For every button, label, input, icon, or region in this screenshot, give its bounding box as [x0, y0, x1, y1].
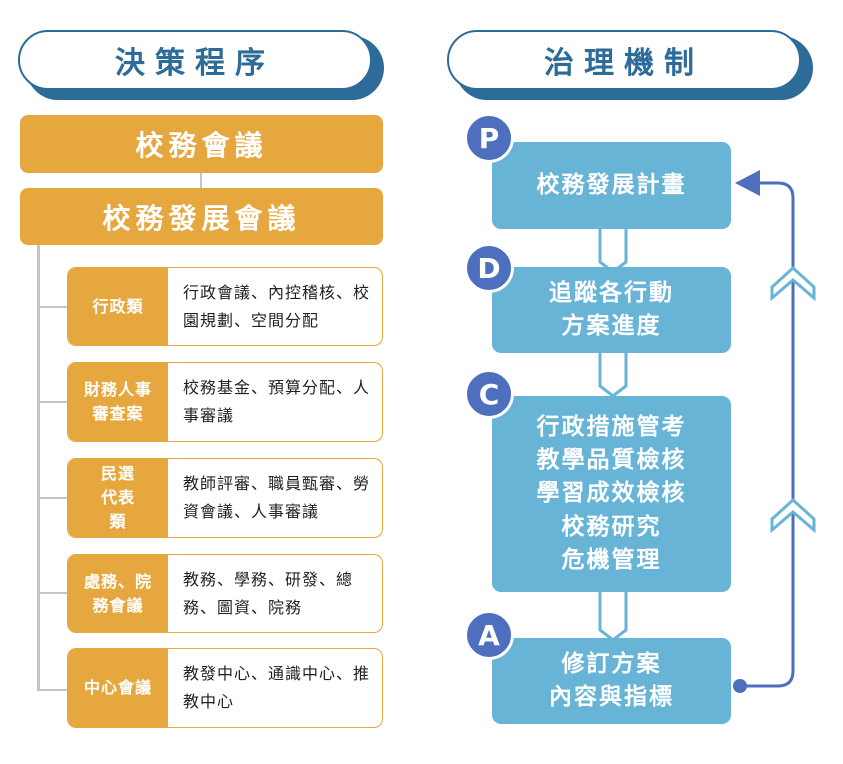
category-desc: 校務基金、預算分配、人事審議 — [183, 378, 371, 425]
category-desc: 教發中心、通識中心、推教中心 — [183, 664, 371, 711]
right-title-text: 治理機制 — [544, 46, 704, 81]
category-label: 行政類 — [68, 268, 168, 345]
school-affairs-meeting-text: 校務會議 — [135, 129, 268, 162]
category-label: 處務、院務會議 — [68, 555, 168, 632]
step-plan-box: 校務發展計畫 — [492, 142, 731, 229]
step-do-text: 追蹤各行動 方案進度 — [549, 279, 674, 339]
right-title: 治理機制 — [447, 30, 801, 90]
category-desc: 行政會議、內控稽核、校園規劃、空間分配 — [183, 282, 371, 330]
branch-line — [37, 689, 68, 691]
category-row: 財務人事審查案校務基金、預算分配、人事審議 — [67, 362, 383, 442]
branch-line — [37, 497, 68, 499]
school-development-meeting-text: 校務發展會議 — [102, 201, 301, 235]
school-affairs-meeting: 校務會議 — [20, 115, 383, 173]
step-act-box: 修訂方案 內容與指標 — [492, 638, 731, 724]
step-plan-text: 校務發展計畫 — [536, 171, 687, 198]
step-check-box: 行政措施管考 教學品質檢核 學習成效檢核 校務研究 危機管理 — [492, 396, 731, 592]
branch-line — [37, 592, 68, 594]
tree-trunk-line — [37, 244, 40, 691]
category-row: 行政類行政會議、內控稽核、校園規劃、空間分配 — [67, 267, 383, 346]
left-title: 決策程序 — [18, 30, 372, 90]
step-d-badge: D — [464, 243, 514, 293]
down-arrow-connector — [598, 224, 628, 642]
category-label: 財務人事審查案 — [68, 363, 168, 441]
step-do-box: 追蹤各行動 方案進度 — [492, 267, 731, 353]
category-row: 民選代表類教師評審、職員甄審、勞資會議、人事審議 — [67, 458, 383, 538]
branch-line — [37, 401, 68, 403]
category-desc: 教師評審、職員甄審、勞資會議、人事審議 — [183, 474, 371, 521]
step-check-text: 行政措施管考 教學品質檢核 學習成效檢核 校務研究 危機管理 — [536, 413, 687, 574]
category-desc: 教務、學務、研發、總務、圖資、院務 — [183, 569, 354, 617]
left-title-text: 決策程序 — [115, 46, 275, 81]
connector-line — [200, 172, 202, 189]
step-c-badge: C — [464, 369, 514, 419]
step-act-text: 修訂方案 內容與指標 — [549, 650, 674, 710]
chevron-up-icon — [770, 497, 816, 534]
school-development-meeting: 校務發展會議 — [20, 188, 383, 245]
branch-line — [37, 306, 68, 308]
chevron-up-icon — [770, 265, 816, 302]
category-label: 中心會議 — [68, 649, 168, 727]
step-p-badge: P — [464, 113, 514, 163]
step-a-badge: A — [464, 610, 514, 660]
category-row: 中心會議教發中心、通識中心、推教中心 — [67, 648, 383, 728]
category-row: 處務、院務會議教務、學務、研發、總務、圖資、院務 — [67, 554, 383, 633]
category-label: 民選代表類 — [68, 459, 168, 537]
